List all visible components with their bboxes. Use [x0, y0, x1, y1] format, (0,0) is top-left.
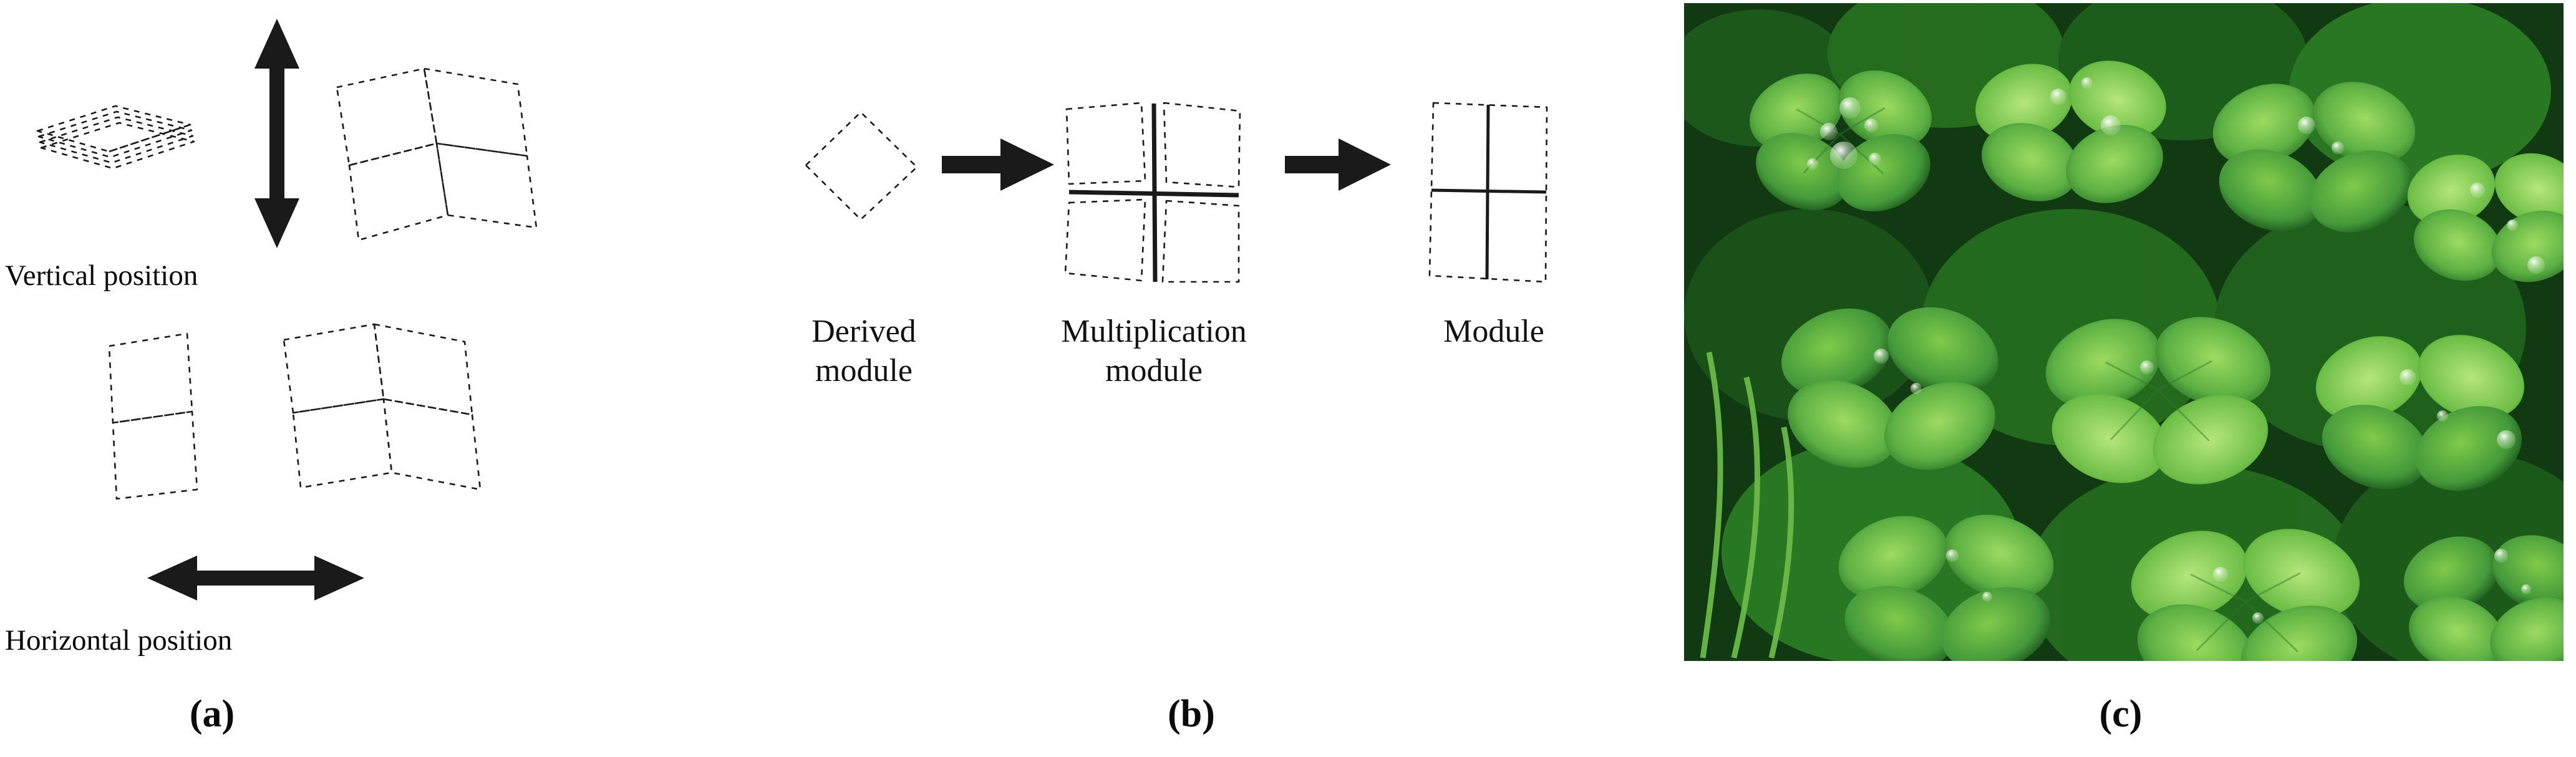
panel-a-drawing [36, 19, 538, 600]
panel-b-drawing [805, 102, 1548, 283]
derived-module-label-line1: Derived [811, 314, 916, 349]
vertical-position-label: Vertical position [5, 259, 198, 292]
horizontal-double-arrow [147, 556, 364, 600]
multiplication-module-label-line2: module [1105, 353, 1203, 389]
horizontal-position-label: Horizontal position [5, 624, 233, 657]
flat-module-outline [36, 105, 195, 170]
clover-leaves-photo [1684, 3, 2564, 661]
panel-b-label: (b) [1168, 693, 1215, 735]
arrow-right-1 [942, 138, 1054, 191]
module-label-line1: Module [1443, 314, 1544, 349]
vertical-double-arrow [254, 19, 299, 248]
vertical-panel-pair [108, 332, 198, 500]
module-shape [1428, 102, 1548, 283]
derived-module-label-line2: module [815, 353, 913, 389]
multiplication-module-shape [1064, 102, 1241, 283]
module-cross [1431, 104, 1547, 280]
panel-a-label: (a) [189, 693, 235, 735]
panel-c: (c) [1684, 0, 2576, 757]
arrow-right-2 [1285, 138, 1391, 191]
derived-module-shape [805, 111, 918, 221]
module-label: Module [1385, 312, 1603, 351]
panel-b: Derived module Multiplication module Mod… [736, 0, 1659, 757]
vertical-folded-assembly [336, 67, 538, 241]
derived-module-label: Derived module [773, 312, 954, 391]
horizontal-folded-assembly [283, 323, 482, 491]
panel-c-label: (c) [2099, 693, 2143, 735]
multiplication-module-cross [1068, 103, 1239, 282]
multiplication-module-label: Multiplication module [1023, 312, 1285, 391]
panel-a: Vertical position Horizontal position (a… [0, 0, 736, 757]
multiplication-module-label-line1: Multiplication [1061, 314, 1247, 349]
